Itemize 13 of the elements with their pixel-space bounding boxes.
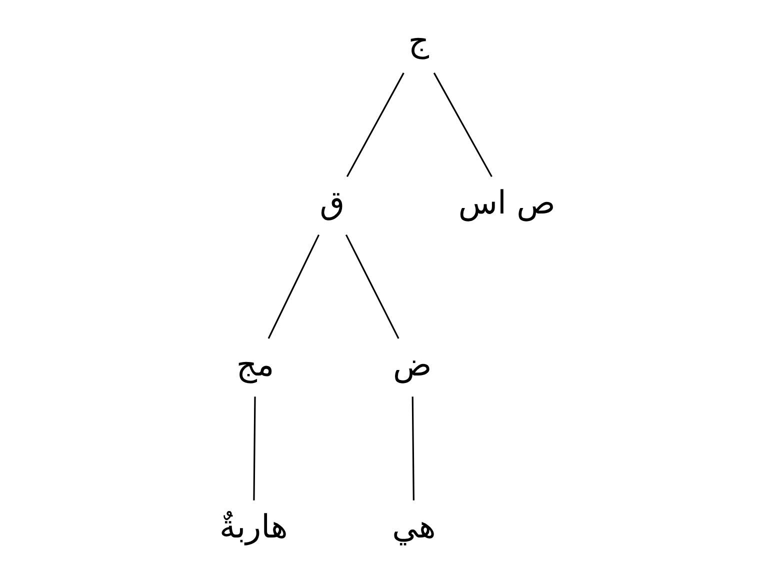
connector (252, 396, 256, 500)
node-text: هي (392, 507, 436, 546)
node-text: ض (392, 345, 432, 384)
node-text: ص اس (458, 184, 555, 222)
connector (344, 234, 399, 339)
connector (411, 396, 414, 500)
connector (432, 72, 492, 178)
node-text: مج (236, 345, 274, 384)
node-text: هاربةٌ (219, 507, 288, 546)
node-text: ق (319, 184, 344, 222)
connector (267, 234, 320, 339)
node-text: ج (408, 22, 429, 60)
connector (346, 72, 404, 178)
